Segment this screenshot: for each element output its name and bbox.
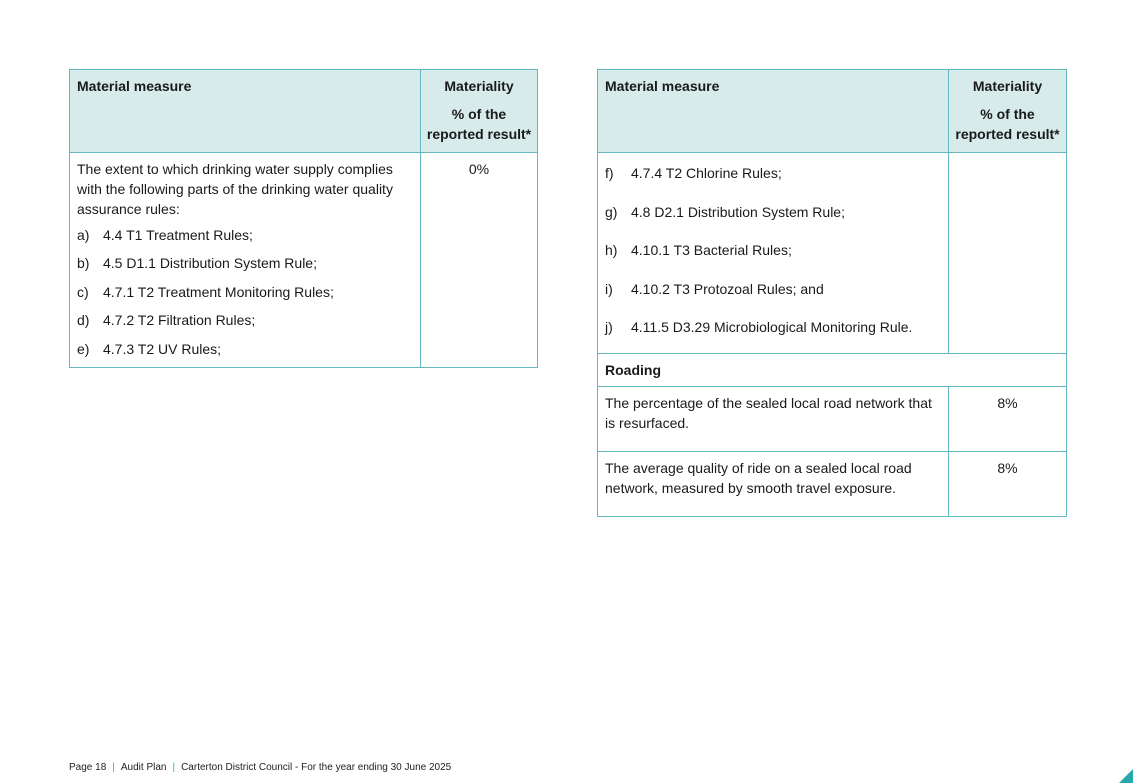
materiality-value: 0% xyxy=(420,152,538,368)
list-item: j)4.11.5 D3.29 Microbiological Monitorin… xyxy=(605,319,913,335)
header-materiality: Materiality % of the reported result* xyxy=(420,69,538,153)
rule-list: a)4.4 T1 Treatment Rules; b)4.5 D1.1 Dis… xyxy=(77,221,413,363)
header-materiality-subtitle: % of the reported result* xyxy=(426,106,532,142)
table-row: The average quality of ride on a sealed … xyxy=(597,450,1067,517)
table-row: f)4.7.4 T2 Chlorine Rules; g)4.8 D2.1 Di… xyxy=(597,152,1067,354)
footer-separator: | xyxy=(112,762,115,773)
rule-list: f)4.7.4 T2 Chlorine Rules; g)4.8 D2.1 Di… xyxy=(605,157,941,350)
list-item: h)4.10.1 T3 Bacterial Rules; xyxy=(605,242,792,258)
list-item: c)4.7.1 T2 Treatment Monitoring Rules; xyxy=(77,283,334,300)
footer-document-title: Audit Plan xyxy=(120,762,167,773)
table-row: The extent to which drinking water suppl… xyxy=(69,152,538,368)
footer-council: Carterton District Council - For the yea… xyxy=(181,762,452,773)
measure-intro: The extent to which drinking water suppl… xyxy=(77,161,393,217)
corner-accent-triangle xyxy=(1119,769,1133,783)
materiality-value: 8% xyxy=(948,385,1067,452)
header-materiality-title: Materiality xyxy=(444,78,514,94)
page-footer: Page 18 | Audit Plan | Carterton District Co… xyxy=(69,762,451,773)
header-material-measure: Material measure xyxy=(597,69,949,153)
header-material-measure: Material measure xyxy=(69,69,421,153)
measure-cell: f)4.7.4 T2 Chlorine Rules; g)4.8 D2.1 Di… xyxy=(597,152,949,354)
list-item: f)4.7.4 T2 Chlorine Rules; xyxy=(605,165,782,181)
table-header-row: Material measure Materiality % of the re… xyxy=(597,69,1067,153)
materiality-value xyxy=(948,152,1067,354)
header-materiality-subtitle: % of the reported result* xyxy=(955,106,1060,142)
table-row: The percentage of the sealed local road … xyxy=(597,385,1067,452)
list-item: g)4.8 D2.1 Distribution System Rule; xyxy=(605,203,845,220)
footer-page-number: Page 18 xyxy=(69,762,107,773)
materiality-table-left: Material measure Materiality % of the re… xyxy=(69,69,538,368)
list-item: b)4.5 D1.1 Distribution System Rule; xyxy=(77,255,317,272)
materiality-table-right: Material measure Materiality % of the re… xyxy=(597,69,1067,517)
measure-cell: The percentage of the sealed local road … xyxy=(597,385,949,452)
section-row: Roading xyxy=(597,352,1067,387)
footer-separator: | xyxy=(172,762,176,773)
table-header-row: Material measure Materiality % of the re… xyxy=(69,69,538,153)
header-materiality-title: Materiality xyxy=(972,78,1043,94)
section-title-roading: Roading xyxy=(597,352,1067,387)
measure-cell: The average quality of ride on a sealed … xyxy=(597,450,949,517)
materiality-value: 8% xyxy=(948,450,1067,517)
list-item: d)4.7.2 T2 Filtration Rules; xyxy=(77,312,256,329)
list-item: e)4.7.3 T2 UV Rules; xyxy=(77,340,222,357)
list-item: i)4.10.2 T3 Protozoal Rules; and xyxy=(605,280,824,297)
header-materiality: Materiality % of the reported result* xyxy=(948,69,1067,153)
measure-cell: The extent to which drinking water suppl… xyxy=(69,152,421,368)
list-item: a)4.4 T1 Treatment Rules; xyxy=(77,227,253,243)
